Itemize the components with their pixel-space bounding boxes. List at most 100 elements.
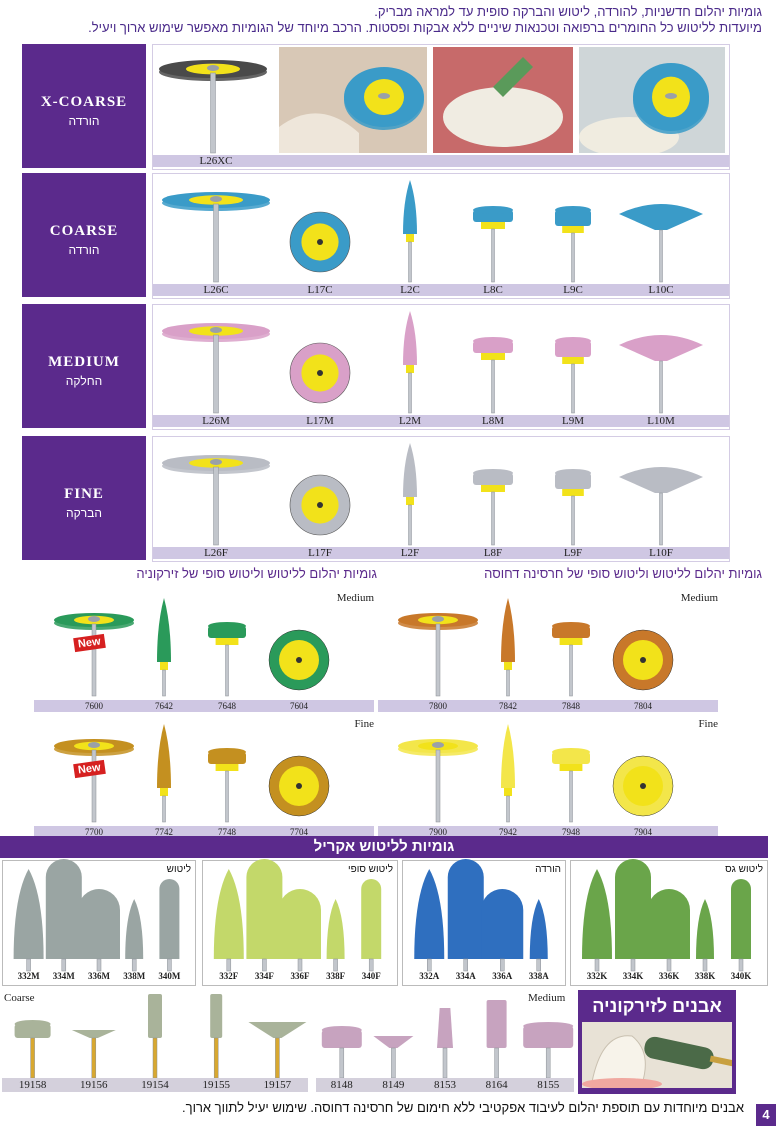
acrylic-group-title: הורדה bbox=[535, 864, 561, 875]
product-code: L9F bbox=[563, 547, 583, 559]
disc-screw bbox=[88, 616, 100, 622]
l10-disc bbox=[619, 335, 703, 361]
product-code: L10F bbox=[649, 547, 673, 559]
l10-disc bbox=[619, 204, 703, 230]
bur-shank bbox=[442, 1047, 448, 1079]
bur-shank bbox=[408, 372, 412, 414]
disc-screw bbox=[207, 65, 219, 71]
bur-shank bbox=[408, 241, 412, 283]
cup-wheel bbox=[555, 473, 591, 489]
bur-shank bbox=[536, 958, 541, 972]
bur-shank bbox=[569, 770, 573, 823]
product-code: 332K bbox=[586, 971, 608, 981]
cone-tip bbox=[403, 180, 417, 234]
stone-head bbox=[437, 1008, 453, 1048]
grade-label: Fine bbox=[698, 718, 718, 730]
bur-shank bbox=[463, 958, 468, 972]
cone-collar bbox=[504, 662, 512, 670]
grade-description: הברקה bbox=[66, 506, 102, 520]
product-code: 332F bbox=[219, 971, 239, 981]
stone-head bbox=[71, 1030, 116, 1038]
product-code: 8148 bbox=[330, 1079, 353, 1091]
bur-shank bbox=[630, 958, 636, 972]
grade-name: FINE bbox=[64, 486, 104, 502]
cone-collar bbox=[406, 234, 414, 242]
product-code: 8164 bbox=[485, 1079, 508, 1091]
acrylic-bur-head bbox=[125, 899, 144, 959]
product-code: 7742 bbox=[155, 827, 173, 837]
product-code: 7748 bbox=[218, 827, 236, 837]
acrylic-bur-head bbox=[326, 899, 345, 959]
stones-coarse-label: Coarse bbox=[4, 992, 35, 1004]
acrylic-bur-head bbox=[361, 879, 382, 959]
disc-screw bbox=[378, 93, 390, 99]
product-code: 340F bbox=[361, 971, 381, 981]
product-code: 338A bbox=[528, 971, 549, 981]
cup-wheel-top bbox=[555, 337, 591, 345]
cup-wheel-top bbox=[555, 206, 591, 214]
stones-footer: אבנים מיוחדות עם תוספת יהלום לעיבוד אפקט… bbox=[182, 1100, 744, 1115]
wheel-hole bbox=[317, 370, 323, 376]
stone-head bbox=[373, 1036, 414, 1048]
product-code: 336A bbox=[492, 971, 513, 981]
bur-shank bbox=[226, 958, 232, 972]
product-code: 7700 bbox=[85, 827, 103, 837]
cup-collar bbox=[481, 222, 505, 229]
product-code: 334F bbox=[254, 971, 274, 981]
disc-screw bbox=[432, 616, 444, 622]
acrylic-bur-head bbox=[481, 889, 524, 959]
bur-shank bbox=[702, 958, 708, 972]
bur-shank bbox=[213, 466, 219, 546]
bur-shank bbox=[167, 958, 172, 972]
product-code: 7804 bbox=[634, 701, 652, 711]
product-code: 338M bbox=[123, 971, 146, 981]
product-code: 334M bbox=[52, 971, 75, 981]
product-code: 7704 bbox=[290, 827, 308, 837]
cone-collar bbox=[406, 497, 414, 505]
cup-collar bbox=[215, 764, 239, 771]
grade-description: הורדה bbox=[68, 114, 100, 128]
product-code: 332A bbox=[419, 971, 440, 981]
bur-shank bbox=[213, 1037, 219, 1079]
disc-screw bbox=[210, 459, 222, 465]
product-code: L26C bbox=[203, 284, 229, 296]
application-photo bbox=[579, 47, 725, 153]
acrylic-burs-art bbox=[13, 859, 180, 972]
grade-name: COARSE bbox=[49, 223, 119, 239]
cup-wheel-top bbox=[555, 469, 591, 477]
product-code: 7842 bbox=[499, 701, 517, 711]
product-code: L2M bbox=[399, 415, 421, 427]
product-code: 334K bbox=[622, 971, 644, 981]
cone-tip bbox=[403, 311, 417, 365]
bur-shank bbox=[96, 958, 102, 972]
product-code: 336M bbox=[88, 971, 110, 981]
acrylic-bur-head bbox=[529, 899, 548, 959]
bur-shank bbox=[91, 623, 97, 697]
product-code: 7800 bbox=[429, 701, 447, 711]
bur-shank bbox=[569, 644, 573, 697]
bur-shank bbox=[659, 229, 663, 283]
code-bar bbox=[153, 155, 729, 167]
product-code: L9C bbox=[563, 284, 583, 296]
product-code: L26XC bbox=[199, 155, 233, 167]
disc-screw bbox=[210, 327, 222, 333]
bur-shank bbox=[152, 1037, 158, 1079]
bur-shank bbox=[435, 623, 441, 697]
product-code: 340M bbox=[158, 971, 181, 981]
bur-shank bbox=[339, 1047, 345, 1079]
cone-collar bbox=[160, 662, 168, 670]
stone-head bbox=[321, 1030, 362, 1048]
bur-shank bbox=[210, 72, 216, 154]
product-code: 7642 bbox=[155, 701, 173, 711]
bur-shank bbox=[297, 958, 303, 972]
product-code: L2F bbox=[400, 547, 420, 559]
product-code: 338K bbox=[694, 971, 716, 981]
code-bar bbox=[34, 700, 374, 712]
